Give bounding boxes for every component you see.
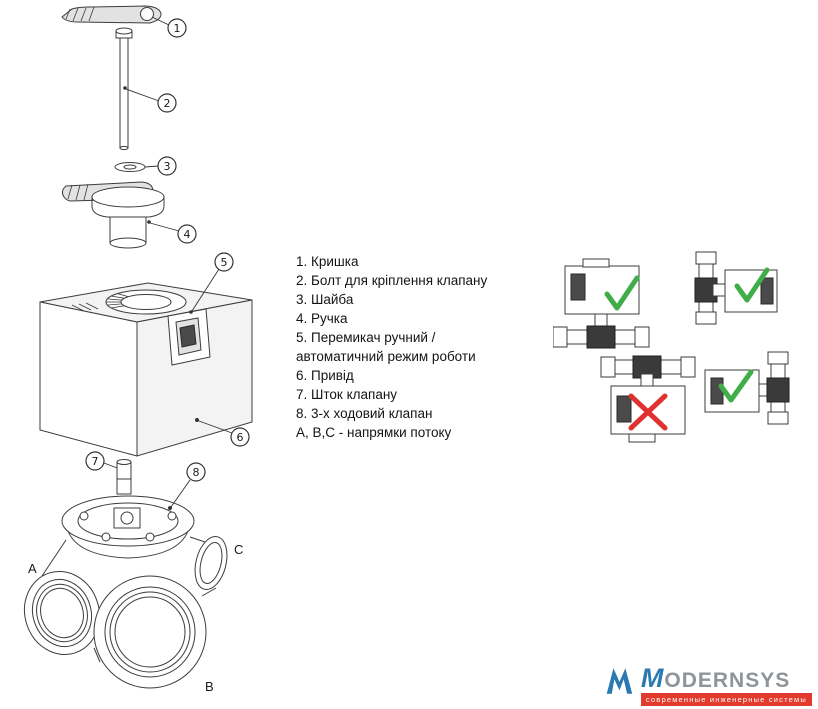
callout-7: 7 [85, 451, 118, 471]
parts-list-item: 5. Перемикач ручний / автоматичний режим… [296, 330, 476, 364]
callout-number: 1 [174, 22, 181, 35]
callout-6: 6 [198, 420, 250, 447]
callout-3: 3 [144, 156, 177, 176]
callout-number: 5 [221, 256, 228, 269]
parts-list-item: 1. Кришка [296, 254, 359, 269]
check-icon [604, 275, 640, 311]
orientation-ok-actuator-side-right [694, 251, 778, 325]
exploded-view-drawing: 1 2 3 [23, 5, 253, 694]
callout-number: 4 [184, 228, 191, 241]
callout-number: 6 [237, 431, 244, 444]
parts-list: 1. Кришка 2. Болт для кріплення клапану … [296, 252, 522, 442]
parts-list-item: 6. Привід [296, 368, 354, 383]
callout-number: 3 [164, 160, 171, 173]
callout-number: 2 [164, 97, 171, 110]
part-cap [61, 5, 162, 24]
part-washer [114, 162, 146, 172]
logo-text-block: MODERNSYS современные инженерные системы [640, 663, 812, 706]
orientation-diagrams [553, 251, 790, 443]
check-icon [734, 267, 770, 303]
part-handle [61, 181, 165, 249]
logo-name: MODERNSYS [640, 663, 791, 693]
flow-label-b: B [205, 679, 214, 694]
callout-4: 4 [149, 222, 197, 244]
x-icon [628, 393, 668, 431]
parts-list-item: 7. Шток клапану [296, 387, 398, 402]
callout-2: 2 [125, 88, 177, 113]
orientation-ok-actuator-up [553, 258, 650, 349]
callout-number: 7 [92, 455, 99, 468]
check-icon [718, 369, 754, 403]
orientation-bad-actuator-down [600, 355, 696, 443]
modernsys-logo: MODERNSYS современные инженерные системы [605, 667, 812, 706]
part-stem [116, 459, 132, 495]
logo-m-mark-icon [606, 668, 633, 694]
flow-label-a: A [28, 561, 37, 576]
flow-label-c: C [234, 542, 243, 557]
logo-tagline: современные инженерные системы [640, 693, 812, 706]
part-valve-body: A C B [23, 495, 243, 694]
part-bolt [115, 27, 133, 151]
parts-list-item: 2. Болт для кріплення клапану [296, 273, 488, 288]
parts-list-item: 4. Ручка [296, 311, 348, 326]
callout-1: 1 [151, 16, 187, 38]
parts-list-item: А, В,С - напрямки потоку [296, 425, 452, 440]
callout-number: 8 [193, 466, 200, 479]
part-mode-switch [167, 308, 211, 366]
orientation-ok-actuator-side-left [704, 351, 790, 425]
parts-list-item: 3. Шайба [296, 292, 354, 307]
callout-8: 8 [170, 462, 206, 508]
parts-list-item: 8. 3-х ходовий клапан [296, 406, 433, 421]
callout-5: 5 [191, 252, 234, 312]
part-actuator [39, 282, 253, 457]
